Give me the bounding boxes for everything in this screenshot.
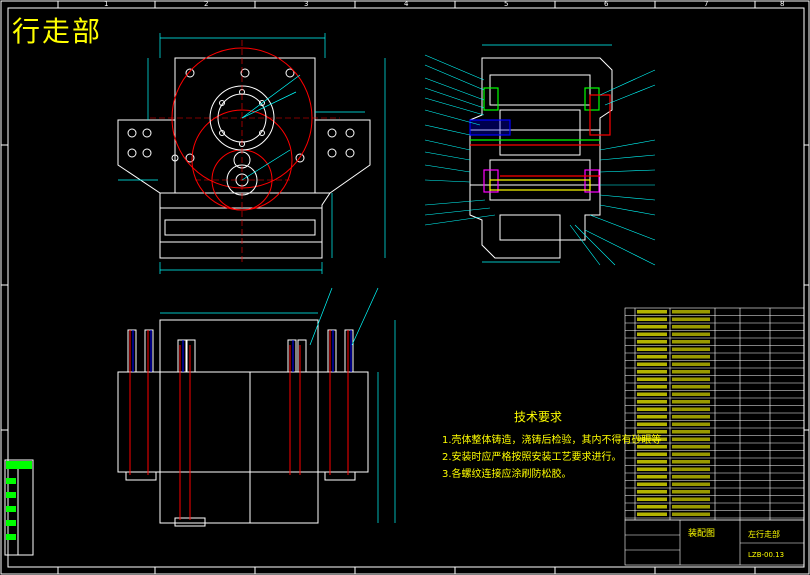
table-row-mark bbox=[637, 422, 667, 426]
table-row-mark bbox=[637, 392, 667, 396]
table-row-mark bbox=[672, 317, 710, 321]
table-row-mark bbox=[672, 377, 710, 381]
table-row-mark bbox=[637, 347, 667, 351]
red-bolt-lines bbox=[129, 330, 349, 520]
top-plate bbox=[174, 57, 316, 194]
table-row-mark bbox=[637, 415, 667, 419]
table-row-mark bbox=[637, 377, 667, 381]
plan-view bbox=[117, 287, 396, 527]
table-row-mark bbox=[672, 340, 710, 344]
table-row-mark bbox=[672, 355, 710, 359]
table-row-mark bbox=[672, 347, 710, 351]
dimension-lines bbox=[118, 33, 386, 274]
grid-col-3: 3 bbox=[304, 0, 309, 8]
tech-item-1: 1.壳体整体铸造，浇铸后检验，其内不得有砂眼等 bbox=[442, 435, 662, 446]
table-row-mark bbox=[637, 317, 667, 321]
table-row-mark bbox=[637, 355, 667, 359]
title-block-name: 左行走部 bbox=[748, 529, 780, 539]
table-row-mark bbox=[637, 460, 667, 464]
table-row-mark bbox=[637, 385, 667, 389]
table-row-mark bbox=[637, 512, 667, 516]
base-block bbox=[159, 192, 331, 259]
table-row-mark bbox=[672, 505, 710, 509]
table-row-mark bbox=[672, 497, 710, 501]
table-text-marks bbox=[637, 310, 710, 516]
tech-item-2: 2.安装时应严格按照安装工艺要求进行。 bbox=[442, 452, 622, 463]
table-row-mark bbox=[672, 385, 710, 389]
table-row-mark bbox=[637, 482, 667, 486]
table-row-mark bbox=[672, 407, 710, 411]
table-row-mark bbox=[637, 497, 667, 501]
table-row-mark bbox=[672, 445, 710, 449]
right-wing bbox=[314, 119, 371, 194]
table-row-mark bbox=[637, 362, 667, 366]
table-row-mark bbox=[672, 370, 710, 374]
table-row-mark bbox=[672, 467, 710, 471]
table-row-mark bbox=[672, 392, 710, 396]
table-row-mark bbox=[637, 370, 667, 374]
table-row-mark bbox=[672, 475, 710, 479]
tech-requirements-title: 技术要求 bbox=[514, 410, 563, 424]
title-block-number: LZB-00.13 bbox=[748, 551, 784, 559]
title-block bbox=[624, 519, 805, 566]
tech-item-3: 3.各螺纹连接应涂刷防松胶。 bbox=[442, 469, 572, 480]
table-row-mark bbox=[672, 460, 710, 464]
base-slot bbox=[164, 219, 316, 236]
table-row-mark bbox=[672, 437, 710, 441]
table-row-mark bbox=[637, 475, 667, 479]
table-row-mark bbox=[637, 505, 667, 509]
table-row-mark bbox=[672, 482, 710, 486]
table-row-mark bbox=[637, 325, 667, 329]
table-row-mark bbox=[672, 452, 710, 456]
left-side-block bbox=[4, 459, 34, 556]
table-row-mark bbox=[672, 325, 710, 329]
table-row-mark bbox=[637, 400, 667, 404]
grid-col-7: 7 bbox=[704, 0, 709, 8]
table-row-mark bbox=[672, 430, 710, 434]
table-row-mark bbox=[637, 490, 667, 494]
table-row-mark bbox=[637, 467, 667, 471]
table-row-mark bbox=[637, 310, 667, 314]
table-row-mark bbox=[637, 430, 667, 434]
table-row-mark bbox=[672, 362, 710, 366]
table-row-mark bbox=[637, 340, 667, 344]
grid-col-8: 8 bbox=[780, 0, 785, 8]
table-row-mark bbox=[672, 332, 710, 336]
table-row-mark bbox=[637, 445, 667, 449]
table-row-mark bbox=[637, 437, 667, 441]
title-block-sheet: 装配图 bbox=[688, 527, 715, 539]
table-row-mark bbox=[637, 452, 667, 456]
parts-table bbox=[624, 307, 805, 521]
leaders-left bbox=[424, 54, 496, 226]
table-row-mark bbox=[637, 407, 667, 411]
grid-col-6: 6 bbox=[604, 0, 609, 8]
table-row-mark bbox=[672, 422, 710, 426]
grid-col-2: 2 bbox=[204, 0, 209, 8]
table-row-mark bbox=[672, 490, 710, 494]
section-colored-parts bbox=[469, 87, 611, 193]
table-row-mark bbox=[672, 400, 710, 404]
inner-frame bbox=[7, 7, 805, 568]
grid-col-5: 5 bbox=[504, 0, 509, 8]
wing-bolts bbox=[127, 68, 355, 163]
front-view bbox=[117, 33, 386, 274]
grid-col-4: 4 bbox=[404, 0, 409, 8]
grid-col-1: 1 bbox=[104, 0, 109, 8]
table-row-mark bbox=[672, 310, 710, 314]
table-row-mark bbox=[672, 512, 710, 516]
drawing-title: 行走部 bbox=[12, 15, 103, 48]
table-row-mark bbox=[637, 332, 667, 336]
leaders-right bbox=[569, 69, 656, 266]
section-view bbox=[424, 44, 656, 266]
table-row-mark bbox=[672, 415, 710, 419]
